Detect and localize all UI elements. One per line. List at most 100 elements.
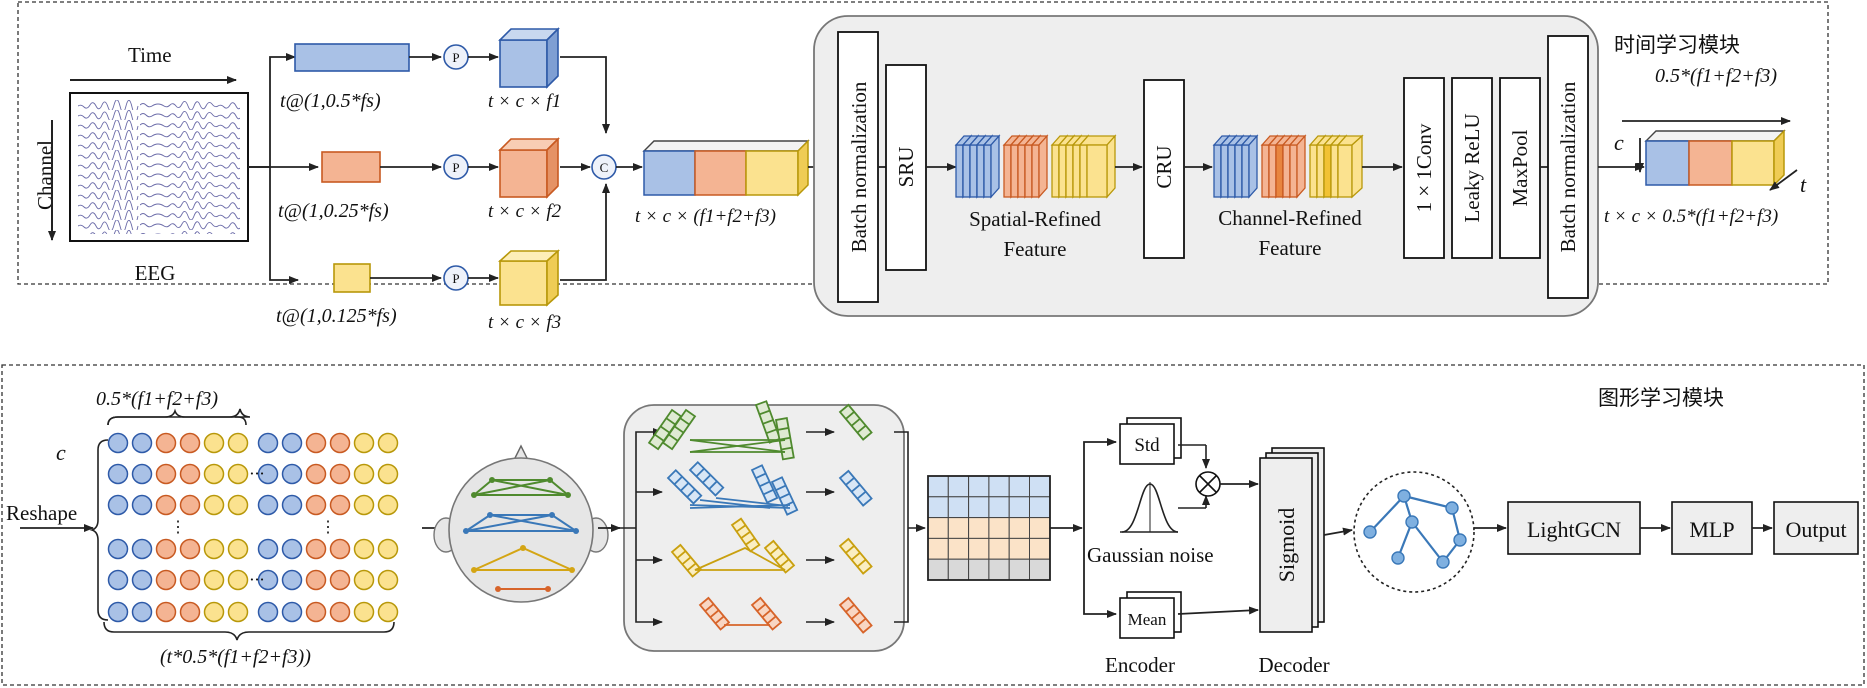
- node-circle: [179, 601, 201, 623]
- node-circle: [203, 432, 225, 454]
- graph-module-frame: [1, 364, 1865, 686]
- node-circle: [281, 463, 303, 485]
- node-circle: [107, 601, 129, 623]
- bottom-brace: [103, 621, 395, 641]
- node-circle: [131, 463, 153, 485]
- node-circle: [353, 569, 375, 591]
- graph-c-label: c: [56, 440, 66, 465]
- svg-text:Std: Std: [1134, 435, 1160, 456]
- node-feature-grid: ······⋮⋮: [107, 432, 399, 623]
- node-circle: [155, 569, 177, 591]
- temporal-output-top-label: 0.5*(f1+f2+f3): [1655, 65, 1777, 87]
- matrix-cell: [988, 496, 1010, 519]
- subgraph-1-out: [838, 403, 873, 441]
- node-circle: [329, 494, 351, 516]
- svg-text:Mean: Mean: [1128, 610, 1167, 629]
- channel-axis-label: Channel: [33, 140, 57, 210]
- node-circle: [281, 432, 303, 454]
- matrix-cell: [1029, 496, 1051, 519]
- dims-label-2: t × c × f2: [488, 201, 562, 222]
- pool-label-1: t@(1,0.5*fs): [280, 90, 381, 112]
- svg-text:MaxPool: MaxPool: [1508, 129, 1532, 206]
- matrix-cell: [988, 558, 1010, 581]
- node-circle: [131, 569, 153, 591]
- node-circle: [179, 463, 201, 485]
- node-circle: [179, 494, 201, 516]
- node-circle: [131, 494, 153, 516]
- matrix-cell: [927, 537, 949, 560]
- node-circle: [179, 432, 201, 454]
- matrix-cell: [927, 517, 949, 539]
- brain-graph: [433, 444, 609, 603]
- node-circle: [377, 494, 399, 516]
- node-circle: [377, 432, 399, 454]
- lightgcn-block: [1507, 501, 1641, 555]
- output-graph: [1353, 471, 1475, 593]
- node-circle: [179, 538, 201, 560]
- node-circle: [305, 432, 327, 454]
- node-circle: [329, 569, 351, 591]
- matrix-cell: [988, 475, 1010, 498]
- node-circle: [281, 538, 303, 560]
- node-circle: [131, 538, 153, 560]
- pool-kernel-2: [321, 151, 381, 183]
- matrix-cell: [1008, 517, 1031, 539]
- node-circle: [305, 494, 327, 516]
- matrix-cell: [988, 517, 1010, 539]
- eeg-label: EEG: [135, 261, 176, 285]
- temporal-output-c-label: c: [1614, 130, 1624, 155]
- mlp-block: [1671, 501, 1753, 555]
- node-circle: [377, 601, 399, 623]
- svg-text:P: P: [452, 160, 459, 175]
- scconv-contents: Batch normalization SRU: [837, 31, 1589, 303]
- node-circle: [155, 463, 177, 485]
- node-circle: [107, 463, 129, 485]
- branch-3: P t@(1,0.125*fs) t × c × f3: [276, 249, 561, 333]
- svg-text:C: C: [600, 160, 609, 175]
- matrix-cell: [1029, 475, 1051, 498]
- matrix-cell: [1008, 537, 1031, 560]
- node-circle: [305, 569, 327, 591]
- reshape-label: Reshape: [6, 501, 77, 525]
- ellipsis-mark: ···: [249, 464, 264, 483]
- node-circle: [353, 538, 375, 560]
- node-circle: [329, 601, 351, 623]
- node-circle: [305, 601, 327, 623]
- node-circle: [155, 494, 177, 516]
- node-circle: [179, 569, 201, 591]
- node-circle: [257, 494, 279, 516]
- node-circle: [203, 463, 225, 485]
- node-circle: [353, 494, 375, 516]
- time-axis-label: Time: [128, 43, 172, 67]
- node-circle: [155, 538, 177, 560]
- node-circle: [257, 463, 279, 485]
- matrix-cell: [947, 537, 970, 560]
- spatial-refined-label-2: Feature: [1004, 237, 1067, 261]
- channel-refined-label-1: Channel-Refined: [1218, 206, 1362, 230]
- node-circle: [227, 463, 249, 485]
- node-circle: [353, 463, 375, 485]
- node-circle: [203, 569, 225, 591]
- matrix-cell: [1008, 496, 1031, 519]
- subgraph-1: [647, 400, 795, 461]
- node-circle: [305, 538, 327, 560]
- matrix-cell: [1008, 558, 1031, 581]
- node-circle: [281, 601, 303, 623]
- node-circle: [353, 432, 375, 454]
- node-circle: [227, 538, 249, 560]
- matrix-cell: [968, 496, 990, 519]
- matrix-cell: [1029, 558, 1051, 581]
- output-block: [1773, 501, 1859, 555]
- matrix-cell: [947, 517, 970, 539]
- node-circle: [155, 432, 177, 454]
- subgraph-4-out: [838, 596, 873, 634]
- spatial-refined-label-1: Spatial-Refined: [969, 207, 1101, 231]
- node-circle: [131, 432, 153, 454]
- pool-label-2: t@(1,0.25*fs): [278, 200, 389, 222]
- pool-kernel-1: [294, 43, 410, 72]
- matrix-cell: [927, 558, 949, 581]
- ellipsis-mark: ⋮: [320, 517, 336, 536]
- feature-cube-2: [498, 137, 560, 199]
- node-circle: [257, 538, 279, 560]
